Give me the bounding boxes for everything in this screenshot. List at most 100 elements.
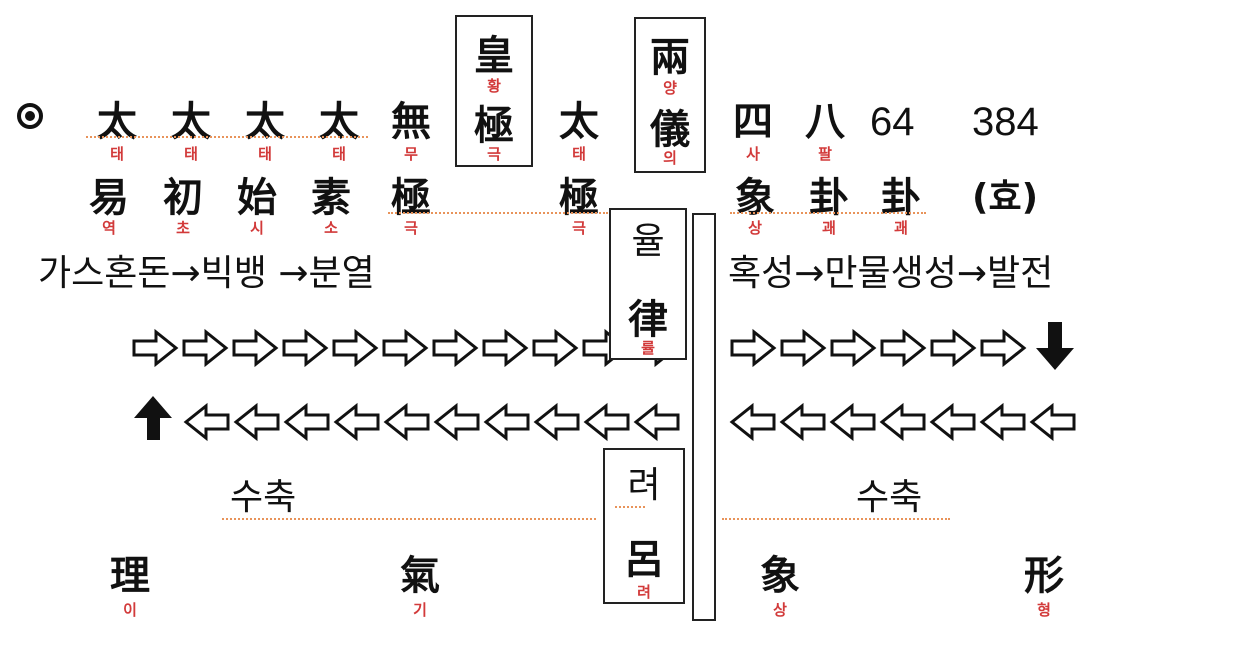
reading-ri: 이 [123, 601, 137, 619]
hollow-left-arrow-icon [780, 404, 826, 440]
divider-bar [692, 213, 716, 621]
reading-tae-3: 태 [258, 145, 272, 163]
yang-ui-box [634, 17, 706, 173]
hanja-sa: 四 [733, 98, 773, 145]
rightward-arrow-row [132, 330, 1026, 366]
down-arrow-icon [1036, 322, 1074, 370]
hollow-left-arrow-icon [534, 404, 580, 440]
reading-tae-1: 태 [110, 145, 124, 163]
reading-geuk-box: 극 [487, 145, 501, 163]
contraction-left: 수축 [230, 477, 297, 518]
hyo-paren: (효) [972, 177, 1039, 218]
hanja-yeok: 易 [89, 174, 129, 221]
hollow-left-arrow-icon [980, 404, 1026, 440]
hollow-left-arrow-icon [234, 404, 280, 440]
reading-gwae-1: 괘 [822, 219, 836, 237]
underline-row1 [86, 136, 368, 138]
hangul-yul: 율 [631, 221, 665, 262]
hollow-right-arrow-icon [930, 330, 976, 366]
hollow-right-arrow-icon [182, 330, 228, 366]
hollow-left-arrow-icon [634, 404, 680, 440]
hollow-left-arrow-icon [434, 404, 480, 440]
hollow-left-arrow-icon [184, 404, 230, 440]
hollow-right-arrow-icon [332, 330, 378, 366]
reading-tae-5: 태 [572, 145, 586, 163]
hwang-geuk-box [455, 15, 533, 167]
hanja-hyeong: 形 [1024, 552, 1064, 599]
underline-ryeo [615, 506, 645, 508]
hollow-left-arrow-icon [730, 404, 776, 440]
hollow-left-arrow-icon [1030, 404, 1076, 440]
hanja-cho: 初 [163, 174, 203, 221]
hollow-left-arrow-icon [584, 404, 630, 440]
circled-dot-center [25, 111, 35, 121]
hollow-left-arrow-icon [830, 404, 876, 440]
hanja-ri: 理 [110, 552, 150, 599]
hanja-sang-bottom: 象 [760, 552, 800, 599]
hollow-right-arrow-icon [730, 330, 776, 366]
reading-ryeo: 려 [637, 583, 651, 601]
reading-hwang: 황 [487, 77, 501, 95]
reading-tae-2: 태 [184, 145, 198, 163]
number-384: 384 [972, 100, 1039, 144]
hollow-left-arrow-icon [384, 404, 430, 440]
ryeo-box [603, 448, 685, 604]
hollow-right-arrow-icon [282, 330, 328, 366]
hanja-yul: 律 [628, 296, 668, 343]
reading-hyeong: 형 [1037, 601, 1051, 619]
hollow-right-arrow-icon [382, 330, 428, 366]
reading-yeok: 역 [102, 219, 116, 237]
number-64: 64 [870, 100, 915, 144]
hollow-right-arrow-icon [432, 330, 478, 366]
hollow-right-arrow-icon [232, 330, 278, 366]
hollow-left-arrow-icon [334, 404, 380, 440]
hanja-gi: 氣 [400, 552, 440, 599]
leftward-arrow-row [184, 404, 1076, 440]
hollow-right-arrow-icon [780, 330, 826, 366]
hollow-right-arrow-icon [132, 330, 178, 366]
hanja-ui: 儀 [650, 106, 690, 153]
reading-pal: 팔 [818, 145, 832, 163]
hollow-right-arrow-icon [980, 330, 1026, 366]
underline-row2-left [388, 212, 608, 214]
reading-sa: 사 [746, 145, 760, 163]
hanja-mu: 無 [391, 98, 431, 145]
underline-contraction-right [722, 518, 950, 520]
underline-row2-right [730, 212, 926, 214]
reading-geuk-1: 극 [404, 219, 418, 237]
reading-tae-4: 태 [332, 145, 346, 163]
reading-yang: 양 [663, 79, 677, 97]
hanja-geuk-box: 極 [474, 102, 514, 149]
process-left: 가스혼돈→빅뱅 →분열 [38, 253, 375, 294]
underline-contraction-left [222, 518, 596, 520]
hanja-pal: 八 [805, 98, 845, 145]
hollow-right-arrow-icon [830, 330, 876, 366]
hanja-ryeo: 呂 [624, 536, 664, 583]
reading-ryul: 률 [641, 339, 655, 357]
hollow-right-arrow-icon [880, 330, 926, 366]
hanja-tae-5: 太 [559, 98, 599, 145]
contraction-right: 수축 [856, 477, 923, 518]
reading-si: 시 [250, 219, 264, 237]
hollow-left-arrow-icon [484, 404, 530, 440]
hollow-left-arrow-icon [930, 404, 976, 440]
hollow-left-arrow-icon [284, 404, 330, 440]
hanja-si: 始 [237, 174, 277, 221]
reading-mu: 무 [404, 145, 418, 163]
hanja-so: 素 [311, 174, 351, 221]
reading-so: 소 [324, 219, 338, 237]
reading-geuk-2: 극 [572, 219, 586, 237]
up-arrow-icon [134, 396, 172, 440]
reading-ui: 의 [663, 149, 677, 167]
circled-dot-icon [17, 103, 43, 129]
yul-box [609, 208, 687, 360]
reading-gwae-2: 괘 [894, 219, 908, 237]
reading-gi: 기 [413, 601, 427, 619]
process-right: 혹성→만물생성→발전 [728, 253, 1054, 294]
hollow-left-arrow-icon [880, 404, 926, 440]
hanja-yang: 兩 [650, 34, 690, 81]
reading-cho: 초 [176, 219, 190, 237]
hangul-ryeo: 려 [627, 465, 661, 506]
